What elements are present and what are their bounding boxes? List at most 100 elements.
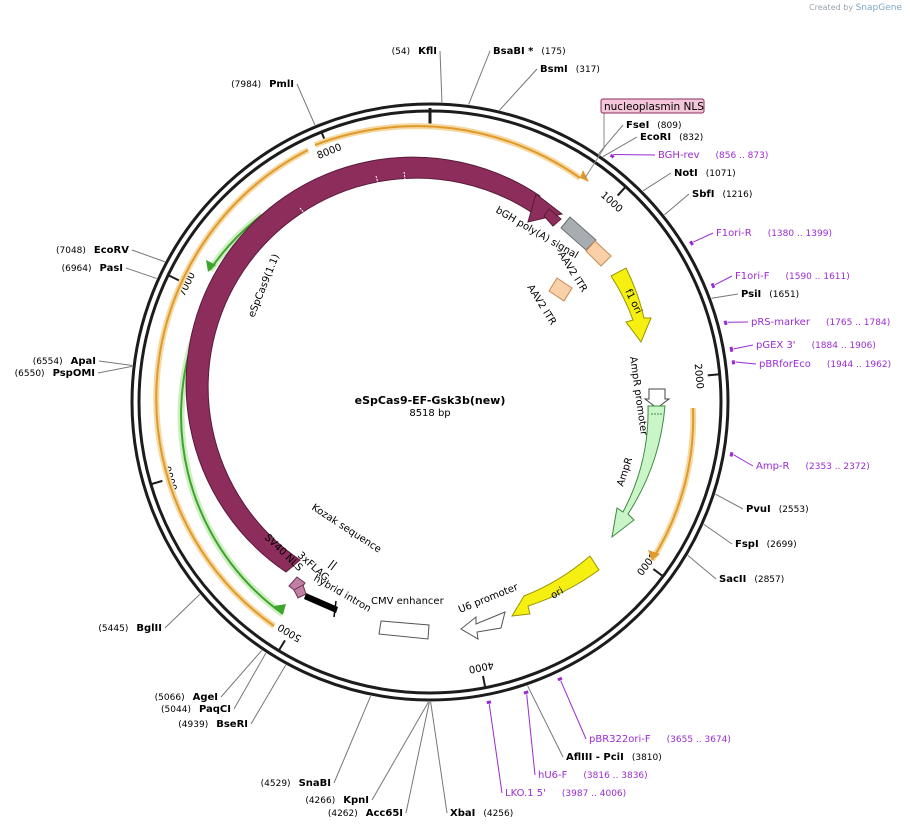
snapgene-logo-text: SnapGene (855, 3, 902, 13)
restriction-site-label[interactable]: (5066) AgeI (155, 685, 218, 704)
primer-label[interactable]: F1ori-R (1380 .. 1399) (716, 221, 832, 240)
nucleoplasmin-nls-block[interactable] (543, 208, 562, 227)
primer-position: (3655 .. 3674) (667, 735, 731, 745)
restriction-site-label[interactable]: (6964) PasI (62, 256, 123, 275)
ampr-feature[interactable] (611, 405, 666, 539)
primer-pointer-line (733, 454, 754, 467)
site-name: AgeI (193, 692, 218, 703)
espcas9-feature-arrow[interactable] (185, 156, 541, 573)
restriction-site-label[interactable]: EcoRI (832) (640, 125, 703, 144)
site-pointer-line (430, 701, 448, 814)
primer-name: pBRforEco (759, 359, 811, 370)
aav2-itr-feature[interactable] (585, 240, 612, 267)
restriction-site-label[interactable]: (4939) BseRI (178, 712, 248, 731)
site-name: FspI (735, 539, 759, 550)
primer-mark (523, 690, 529, 695)
primer-label[interactable]: Amp-R (2353 .. 2372) (756, 454, 870, 473)
site-pointer-line (405, 701, 430, 814)
u6-promoter-feature[interactable] (460, 611, 506, 640)
restriction-site-label[interactable]: FseI (809) (626, 113, 682, 132)
primer-mark (731, 360, 736, 365)
restriction-site-label[interactable]: (4262) Acc65I (328, 801, 403, 820)
primer-label[interactable]: F1ori-F (1590 .. 1611) (735, 264, 850, 283)
primer-mark (557, 676, 563, 682)
orange-arc-top-head (580, 170, 589, 182)
orange-arc-right-head (648, 550, 660, 560)
primer-name: pBR322ori-F (589, 734, 651, 745)
f1-ori-feature[interactable] (610, 267, 652, 343)
restriction-site-label[interactable]: PvuI (2553) (746, 497, 809, 516)
aav2-itr-feature-2[interactable] (548, 277, 573, 302)
restriction-site-label[interactable]: AflIII - PciI (3810) (566, 745, 662, 764)
site-pointer-line (164, 593, 201, 629)
bgh-polya-feature[interactable] (560, 216, 597, 251)
green-arc-inner-head (206, 260, 216, 272)
site-name: EcoRI (640, 132, 671, 143)
restriction-site-label[interactable]: (5445) BglII (98, 616, 162, 635)
restriction-site-label[interactable]: (7984) PmlI (231, 72, 294, 91)
restriction-site-label[interactable]: (7048) EcoRV (56, 238, 129, 257)
restriction-site-label[interactable]: SacII (2857) (719, 567, 784, 586)
tick-mark (481, 675, 487, 688)
site-pointer-line (125, 267, 157, 279)
site-pointer-line (233, 652, 267, 710)
site-name: AflIII - PciI (566, 752, 624, 763)
restriction-site-label[interactable]: BsmI (317) (540, 57, 600, 76)
primer-name: Amp-R (756, 461, 790, 472)
hybrid-intron-feature[interactable] (304, 593, 338, 613)
site-position: (2553) (779, 505, 809, 515)
restriction-site-label[interactable]: SbfI (1216) (692, 182, 752, 201)
nucleoplasmin-nls-box[interactable] (600, 98, 705, 114)
primer-name: LKO.1 5' (505, 788, 546, 799)
primer-label[interactable]: pBRforEco (1944 .. 1962) (759, 352, 891, 371)
restriction-site-label[interactable]: (6554) ApaI (33, 349, 96, 368)
restriction-site-label[interactable]: PsiI (1651) (741, 282, 799, 301)
primer-label[interactable]: pGEX 3' (1884 .. 1906) (756, 333, 876, 352)
3xflag-block[interactable] (293, 584, 307, 599)
site-name: FseI (626, 120, 649, 131)
tick-mark (150, 479, 163, 486)
site-name: PspOMI (53, 368, 95, 379)
site-name: SnaBI (299, 778, 331, 789)
cas9-segment-divider (375, 175, 381, 191)
site-position: (4529) (261, 779, 291, 789)
restriction-site-label[interactable]: (5044) PaqCI (161, 697, 231, 716)
primer-label[interactable]: hU6-F (3816 .. 3836) (538, 763, 648, 782)
restriction-site-label[interactable]: FspI (2699) (735, 532, 797, 551)
site-pointer-line (711, 293, 739, 299)
primer-name: pGEX 3' (756, 340, 796, 351)
site-pointer-line (97, 365, 133, 374)
cas9-segment-divider (299, 207, 311, 221)
site-position: (1216) (722, 190, 752, 200)
restriction-site-label[interactable]: NotI (1071) (674, 161, 736, 180)
site-position: (4256) (483, 809, 513, 819)
restriction-site-label[interactable]: (4266) KpnI (305, 788, 369, 807)
ori-feature[interactable] (511, 555, 600, 617)
orange-arc-top (314, 125, 581, 179)
site-pointer-line (220, 650, 263, 698)
cmv-enhancer-feature[interactable] (378, 620, 430, 640)
primer-mark (609, 153, 615, 159)
site-position: (809) (657, 121, 681, 131)
backbone-outer-ring (130, 102, 730, 702)
primer-name: F1ori-R (716, 228, 752, 239)
ampr-promoter-feature[interactable] (643, 388, 671, 409)
primer-mark (729, 451, 734, 457)
primer-name: BGH-rev (658, 150, 700, 161)
primer-label[interactable]: pBR322ori-F (3655 .. 3674) (589, 727, 731, 746)
restriction-site-label[interactable]: (4529) SnaBI (261, 771, 331, 790)
site-pointer-line (602, 136, 638, 158)
kozak-mark (330, 561, 338, 571)
primer-label[interactable]: pRS-marker (1765 .. 1784) (751, 310, 890, 329)
primer-label[interactable]: LKO.1 5' (3987 .. 4006) (505, 781, 626, 800)
primer-pointer-line (735, 361, 757, 365)
restriction-site-label[interactable]: (6550) PspOMI (15, 361, 95, 380)
feature-label-u6-promoter: U6 promoter (457, 582, 521, 616)
restriction-site-label[interactable]: (54) KflI (392, 39, 437, 58)
site-name: KflI (418, 46, 437, 57)
primer-label[interactable]: BGH-rev (856 .. 873) (658, 143, 768, 162)
restriction-site-label[interactable]: BsaBI * (175) (493, 39, 566, 58)
tick-mark (616, 185, 627, 197)
restriction-site-label[interactable]: XbaI (4256) (450, 801, 513, 820)
